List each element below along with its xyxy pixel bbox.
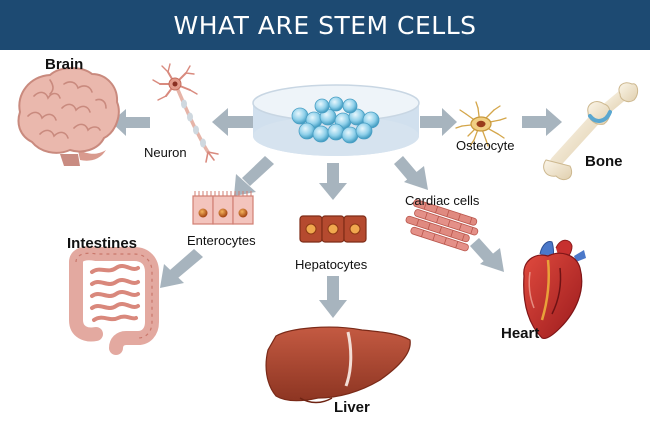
arrow-to-osteocyte bbox=[420, 108, 457, 136]
enterocytes-icon bbox=[192, 191, 254, 225]
arrow-to-hepatocytes bbox=[319, 163, 347, 200]
heart-icon bbox=[523, 239, 586, 340]
osteocyte-label: Osteocyte bbox=[456, 138, 515, 153]
arrow-to-liver bbox=[319, 276, 347, 318]
title-banner: WHAT ARE STEM CELLS bbox=[0, 0, 650, 50]
heart-label: Heart bbox=[501, 325, 540, 342]
liver-icon bbox=[265, 326, 411, 404]
page-title: WHAT ARE STEM CELLS bbox=[173, 11, 477, 40]
arrow-to-heart bbox=[470, 238, 504, 272]
enterocytes-label: Enterocytes bbox=[187, 233, 256, 248]
arrow-to-intestines bbox=[160, 249, 203, 288]
arrow-to-brain bbox=[111, 109, 150, 136]
hepatocytes-icon bbox=[299, 215, 367, 243]
brain-icon bbox=[17, 67, 120, 166]
arrow-to-cardiac bbox=[394, 156, 428, 190]
arrows bbox=[111, 108, 562, 318]
neuron-label: Neuron bbox=[144, 145, 187, 160]
brain-label: Brain bbox=[45, 56, 84, 73]
bone-label: Bone bbox=[585, 153, 623, 170]
cardiac-cells-icon bbox=[405, 199, 479, 252]
cardiac-cells-label: Cardiac cells bbox=[405, 193, 480, 208]
arrow-to-enterocytes bbox=[234, 156, 274, 196]
intestines-icon bbox=[69, 246, 159, 355]
neuron-icon bbox=[152, 63, 219, 163]
arrow-to-neuron bbox=[212, 108, 253, 136]
liver-label: Liver bbox=[334, 399, 370, 416]
intestines-label: Intestines bbox=[67, 235, 138, 252]
osteocyte-icon bbox=[455, 101, 507, 147]
hepatocytes-label: Hepatocytes bbox=[295, 257, 368, 272]
bone-icon bbox=[543, 82, 639, 181]
stem-cells-cluster bbox=[291, 96, 380, 144]
arrow-to-bone bbox=[522, 108, 562, 136]
petri-dish-icon bbox=[252, 84, 420, 156]
